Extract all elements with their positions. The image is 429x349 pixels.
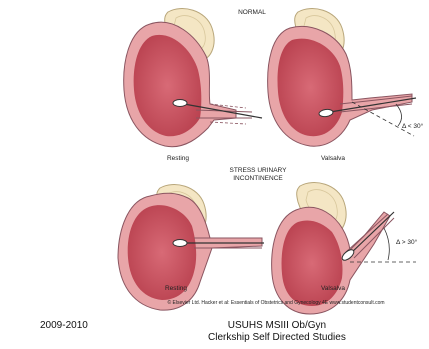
panel-normal-valsalva (268, 9, 416, 147)
panel-normal-resting (124, 9, 262, 147)
valsalva-label-sui: Valsalva (321, 285, 345, 292)
panel-sui-resting (118, 185, 264, 311)
sui-heading-line2: INCONTINENCE (233, 175, 283, 182)
angle-arc (384, 228, 389, 260)
footer-year: 2009-2010 (40, 320, 88, 331)
valsalva-label: Valsalva (321, 155, 345, 162)
footer-course-line2: Clerkship Self Directed Studies (208, 332, 346, 344)
q-tip-cotton (173, 100, 187, 107)
resting-label-sui: Resting (165, 285, 187, 292)
angle-small-label: Δ < 30° (402, 122, 424, 130)
resting-label: Resting (167, 155, 189, 162)
footer-course-line1: USUHS MSIII Ob/Gyn (208, 320, 346, 332)
normal-heading: NORMAL (238, 9, 266, 16)
angle-large-label: Δ > 30° (396, 238, 418, 246)
footer-course: USUHS MSIII Ob/Gyn Clerkship Self Direct… (208, 320, 346, 344)
copyright-credit: © Elsevier Ltd. Hacker et al: Essentials… (167, 299, 384, 306)
panel-sui-valsalva (272, 183, 416, 314)
q-tip-cotton (173, 240, 187, 247)
sui-heading-line1: STRESS URINARY (230, 167, 288, 174)
angle-arc (396, 104, 402, 126)
